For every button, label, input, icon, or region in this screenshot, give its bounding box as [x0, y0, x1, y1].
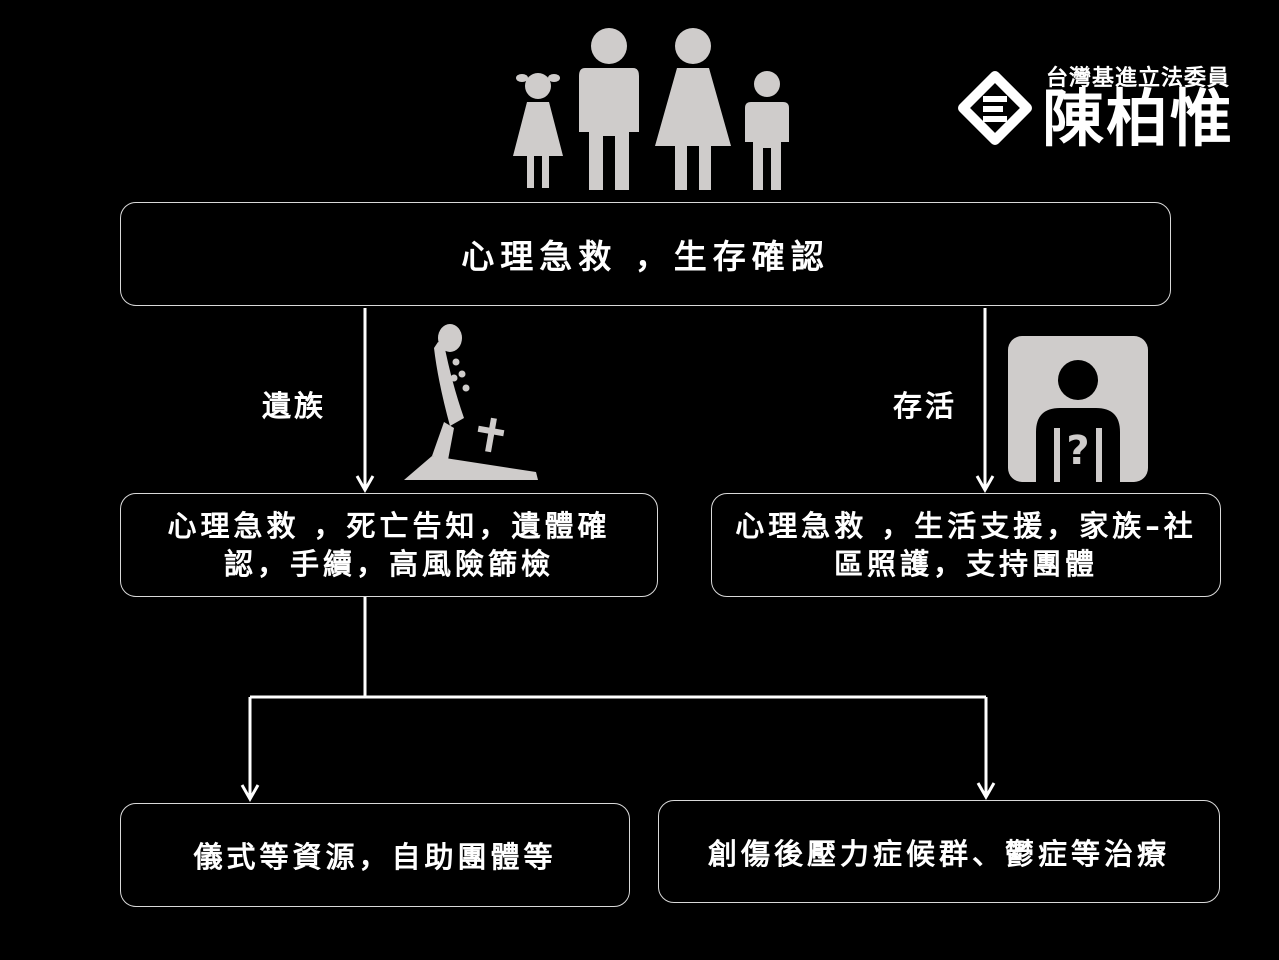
- family-icon: [513, 28, 789, 190]
- node-left-text: 心理急救 ，死亡告知，遺體確認，手續，高風險篩檢: [167, 509, 611, 581]
- node-bottom-right-text: 創傷後壓力症候群、鬱症等治療: [707, 836, 1170, 871]
- logo-mark-icon: [958, 71, 1032, 145]
- node-bereaved-care: 心理急救 ，死亡告知，遺體確認，手續，高風險篩檢: [120, 493, 658, 597]
- edge-label-survivor: 存活: [893, 389, 958, 423]
- mourning-grave-icon: [404, 324, 538, 480]
- arrowhead-right: [975, 475, 995, 494]
- node-bottom-left-text: 儀式等資源，自助團體等: [193, 840, 557, 874]
- node-ritual-resources: 儀式等資源，自助團體等: [120, 803, 630, 907]
- arrowhead-left: [355, 475, 375, 494]
- logo-org-text: 台灣基進立法委員: [1046, 66, 1231, 91]
- node-top-text: 心理急救 ，生存確認: [461, 237, 830, 276]
- svg-text:?: ?: [1066, 428, 1089, 474]
- arrowhead-bottom-right: [976, 782, 996, 801]
- node-right-text: 心理急救 ，生活支援，家族–社區照護，支持團體: [735, 509, 1197, 581]
- edge-label-bereaved: 遺族: [262, 389, 327, 423]
- node-ptsd-treatment: 創傷後壓力症候群、鬱症等治療: [658, 800, 1220, 903]
- person-question-icon: ?: [1008, 336, 1148, 482]
- node-psychological-first-aid: 心理急救 ，生存確認: [120, 202, 1171, 306]
- node-survivor-care: 心理急救 ，生活支援，家族–社區照護，支持團體: [711, 493, 1221, 597]
- arrowhead-bottom-left: [240, 784, 260, 803]
- logo-name-text: 陳柏惟: [1042, 82, 1235, 155]
